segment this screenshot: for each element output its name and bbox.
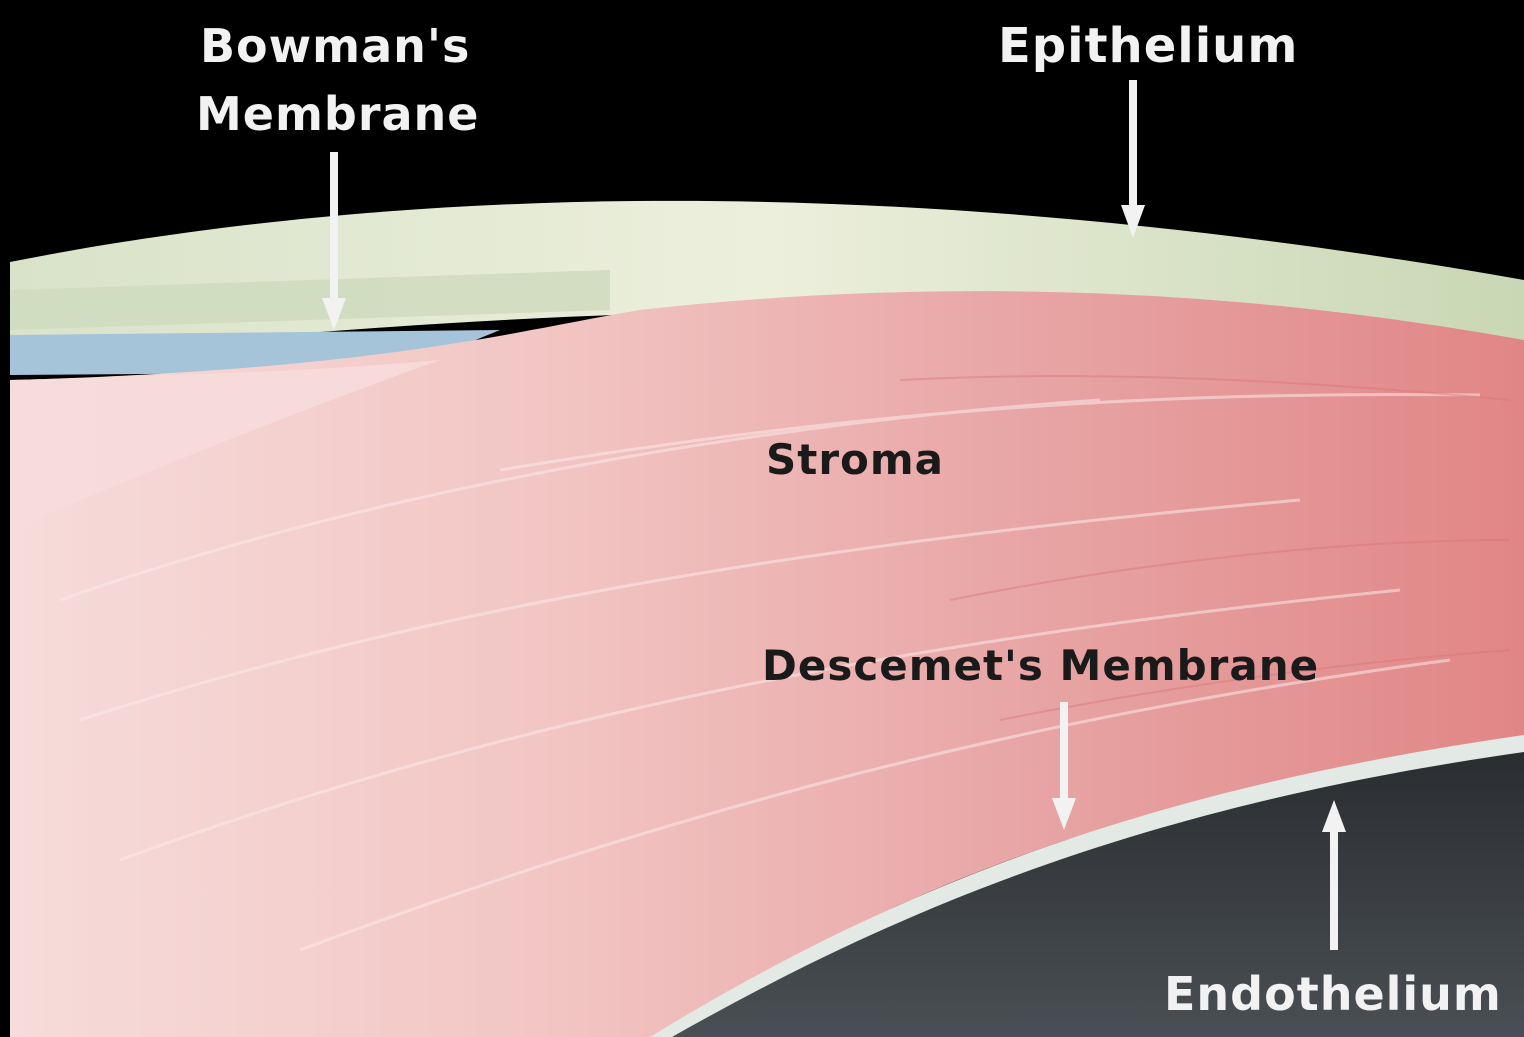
bowman-label-line2: Membrane bbox=[196, 87, 480, 141]
descemet-label: Descemet's Membrane bbox=[762, 641, 1319, 690]
bowman-label-line1: Bowman's bbox=[200, 19, 470, 73]
endothelium-label: Endothelium bbox=[1164, 967, 1502, 1021]
stroma-label: Stroma bbox=[766, 435, 944, 484]
epithelium-label: Epithelium bbox=[998, 18, 1298, 74]
